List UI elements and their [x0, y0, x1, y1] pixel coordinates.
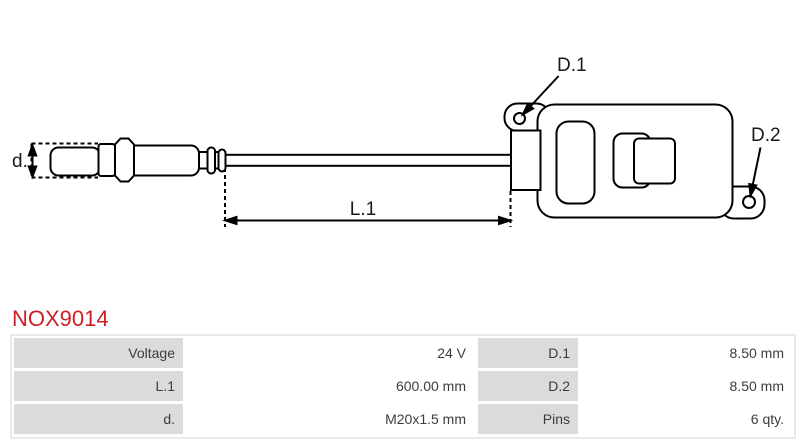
svg-text:d.: d. — [12, 151, 28, 172]
svg-text:L.1: L.1 — [350, 199, 376, 220]
svg-text:D.1: D.1 — [557, 55, 587, 76]
svg-text:D.2: D.2 — [751, 125, 781, 146]
